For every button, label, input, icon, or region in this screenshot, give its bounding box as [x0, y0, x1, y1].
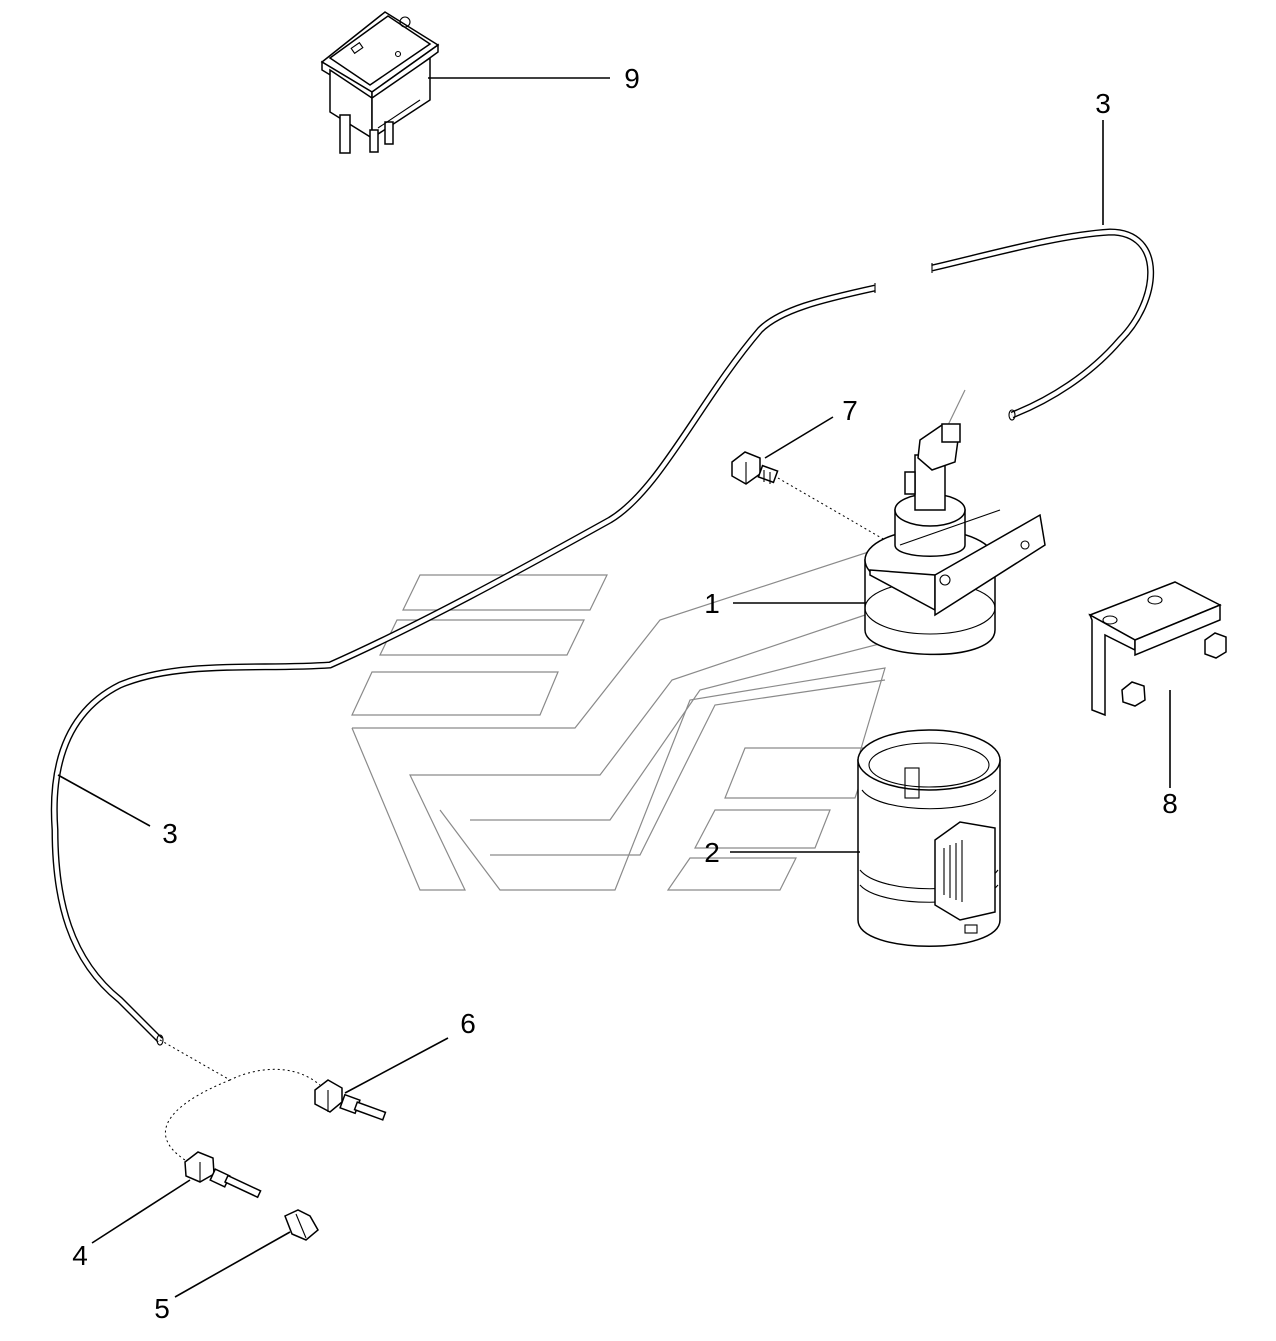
mounting-screw [731, 451, 886, 541]
callout-3b: 3 [162, 818, 178, 849]
callout-5: 5 [154, 1293, 170, 1324]
callout-9: 9 [624, 63, 640, 94]
leader-lines [57, 77, 1171, 1298]
actuator-assembly [864, 423, 1046, 656]
rocker-switch [320, 11, 440, 154]
callout-3a: 3 [1095, 88, 1111, 119]
callout-8: 8 [1162, 788, 1178, 819]
callout-6: 6 [460, 1008, 476, 1039]
cylinder-cover [857, 729, 1001, 947]
mounting-bracket [1088, 581, 1227, 717]
dashed-connector-4 [164, 1079, 231, 1161]
callout-1: 1 [704, 588, 720, 619]
fitting-6 [314, 1079, 387, 1121]
callouts: 9 3 7 1 8 3 2 6 4 5 [72, 63, 1178, 1324]
callout-2: 2 [704, 837, 720, 868]
callout-4: 4 [72, 1240, 88, 1271]
label-stripes [943, 840, 963, 902]
fitting-4 [184, 1151, 262, 1199]
watermark-logo [351, 389, 966, 891]
vent-tube [50, 228, 1155, 1046]
plug-5 [284, 1209, 319, 1241]
callout-7: 7 [842, 395, 858, 426]
dashed-connector-6 [159, 1039, 321, 1086]
